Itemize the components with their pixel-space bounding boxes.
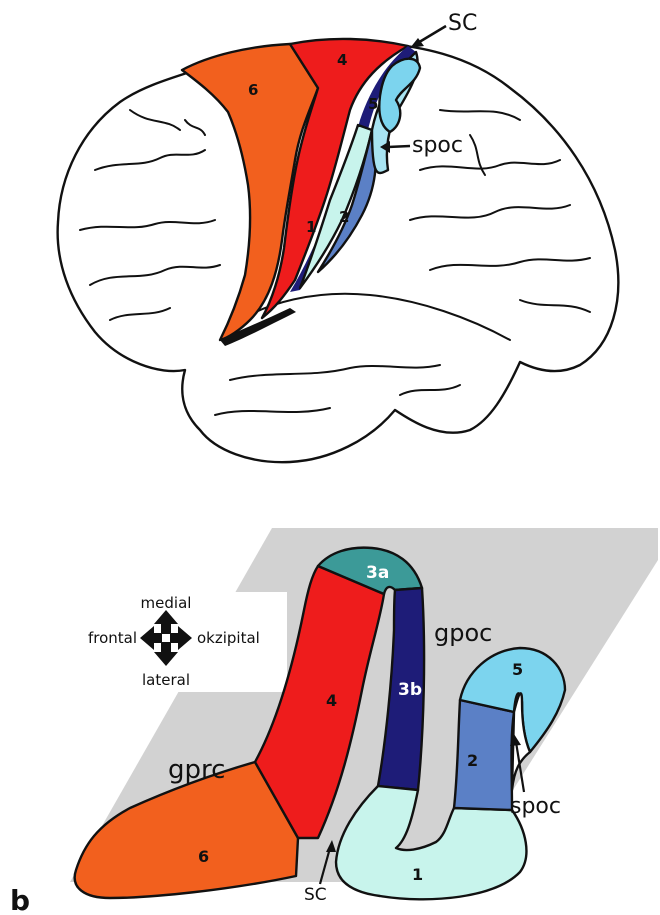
spoc-arrow-a <box>388 146 410 147</box>
label-okzipital: okzipital <box>197 629 260 647</box>
label-spoc-b: spoc <box>510 794 561 819</box>
panel-letter-b: b <box>10 884 30 915</box>
label-frontal: frontal <box>88 629 137 647</box>
label-area-3b-b: 3b <box>398 680 422 700</box>
label-area-3a-b: 3a <box>366 563 389 583</box>
label-area-1-b: 1 <box>412 865 423 884</box>
label-area-4-b: 4 <box>326 691 337 710</box>
label-medial: medial <box>141 594 192 612</box>
panel-a-brain: 6 4 5 1 2 SC spoc <box>58 11 619 462</box>
label-sc-b: SC <box>304 885 327 905</box>
label-lateral: lateral <box>142 671 190 689</box>
label-sc-a: SC <box>448 11 477 36</box>
label-area-2-b: 2 <box>467 751 478 770</box>
label-area-6-b: 6 <box>198 847 209 866</box>
panel-b-schematic: medial lateral frontal okzipital 3a 3b 4… <box>10 528 658 915</box>
label-area-1-a: 1 <box>306 218 316 236</box>
label-area-2-a: 2 <box>339 208 349 226</box>
label-area-4-a: 4 <box>337 51 347 69</box>
label-gprc: gprc <box>168 755 225 785</box>
sc-arrow-a <box>416 26 446 44</box>
label-gpoc: gpoc <box>434 619 492 647</box>
label-area-6-a: 6 <box>248 81 258 99</box>
label-area-5-b: 5 <box>512 660 523 679</box>
label-area-5-a: 5 <box>368 95 378 113</box>
label-spoc-a: spoc <box>412 133 463 158</box>
area-2-region-b <box>454 700 514 810</box>
